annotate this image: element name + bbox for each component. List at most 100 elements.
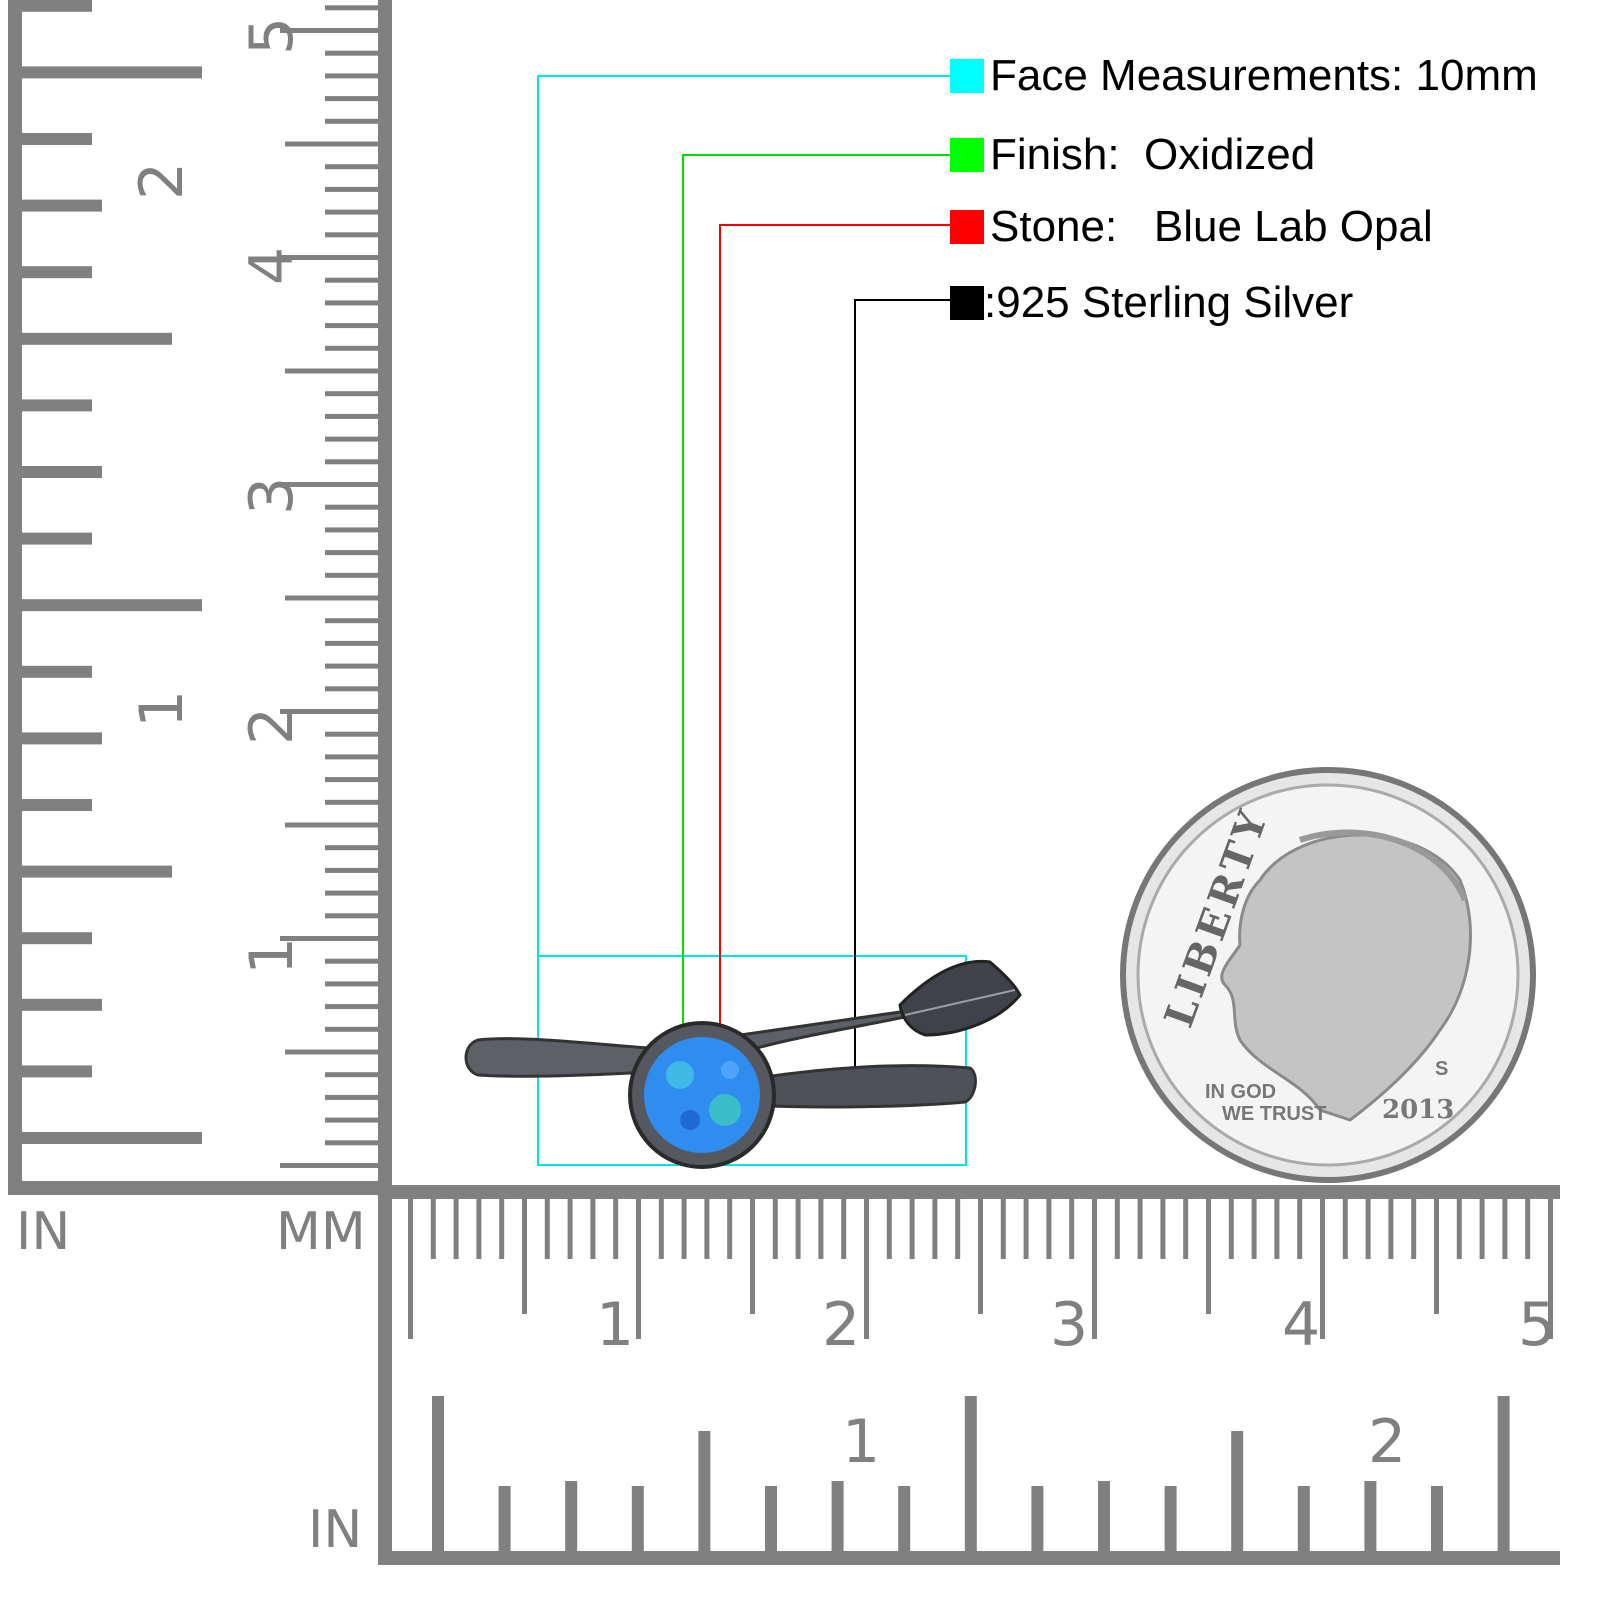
legend-label: Face Measurements: 10mm — [990, 51, 1538, 100]
left-mm-tick — [325, 890, 380, 896]
bottom-mm-tick — [727, 1199, 733, 1259]
bottom-mm-tick — [1274, 1199, 1280, 1259]
left-mm-tick — [285, 595, 380, 601]
left-mm-tick — [325, 164, 380, 170]
left-inch-tick — [22, 998, 102, 1011]
left-mm-tick — [280, 709, 380, 714]
bottom-mm-tick — [1411, 1199, 1417, 1259]
bottom-inch-unit-label: IN — [308, 1500, 363, 1560]
ring-band — [464, 992, 947, 1078]
bottom-mm-tick — [1069, 1199, 1075, 1259]
mm-unit-label: MM — [276, 1202, 366, 1262]
bottom-mm-label-5: 5 — [1518, 1290, 1556, 1360]
bottom-ruler-bottom — [378, 1551, 1560, 1565]
bottom-inch-tick — [1231, 1431, 1244, 1551]
bottom-mm-tick — [1137, 1199, 1143, 1259]
left-inch-tick — [22, 199, 102, 212]
left-mm-tick — [325, 1140, 380, 1146]
left-mm-tick — [280, 936, 380, 941]
bottom-mm-tick — [1297, 1199, 1303, 1259]
left-mm-tick — [280, 482, 380, 487]
left-mm-tick — [325, 323, 380, 329]
left-mm-tick — [325, 913, 380, 919]
face-leader-line — [537, 75, 950, 1166]
left-mm-label-2: 2 — [237, 707, 307, 745]
left-mm-tick — [325, 1004, 380, 1010]
legend-label: Stone: Blue Lab Opal — [990, 202, 1433, 251]
left-ruler-edge — [8, 0, 22, 1195]
bottom-mm-label-3: 3 — [1050, 1290, 1088, 1360]
left-mm-tick — [325, 391, 380, 397]
left-mm-tick — [285, 1049, 380, 1055]
legend-label: :925 Sterling Silver — [984, 278, 1354, 327]
bottom-mm-tick — [1160, 1199, 1166, 1259]
bottom-inch-tick — [1497, 1396, 1510, 1551]
left-inch-tick — [22, 133, 92, 145]
bottom-mm-tick — [1228, 1199, 1234, 1259]
left-mm-tick — [325, 640, 380, 646]
left-mm-tick — [285, 822, 380, 828]
legend-label: Finish: Oxidized — [990, 130, 1316, 179]
bottom-inch-tick — [631, 1486, 644, 1551]
bottom-mm-tick — [522, 1199, 527, 1314]
left-mm-tick — [325, 958, 380, 964]
coin-mint-mark: S — [1435, 1058, 1448, 1080]
bottom-mm-tick — [909, 1199, 915, 1259]
ring-band-lower — [743, 1064, 977, 1109]
left-mm-tick — [325, 572, 380, 578]
leaf-icon — [898, 959, 1022, 1037]
bottom-inch-tick — [498, 1486, 511, 1551]
left-in-label-2: 2 — [127, 162, 197, 200]
roosevelt-portrait — [1220, 833, 1472, 1122]
bottom-inch-tick — [765, 1486, 777, 1551]
left-inch-tick — [22, 66, 202, 79]
legend-face-measurements: Face Measurements: 10mm — [950, 51, 1538, 100]
dime-coin: LIBERTY IN GOD WE TRUST 2013 S — [1120, 767, 1536, 1183]
left-inch-tick — [22, 599, 202, 612]
legend-metal: :925 Sterling Silver — [950, 278, 1354, 327]
left-inch-tick — [22, 665, 92, 678]
left-mm-tick — [325, 845, 380, 851]
left-mm-tick — [325, 459, 380, 465]
left-inch-tick — [22, 266, 92, 279]
left-inch-tick — [22, 332, 172, 345]
bottom-mm-tick — [864, 1199, 869, 1339]
left-mm-tick — [325, 277, 380, 283]
left-mm-tick — [325, 504, 380, 510]
bottom-mm-tick — [1320, 1199, 1325, 1339]
left-inch-tick — [22, 1065, 92, 1078]
bottom-mm-tick — [772, 1199, 778, 1259]
cyan-swatch — [950, 59, 984, 93]
bottom-mm-tick — [750, 1199, 755, 1314]
bottom-mm-tick — [408, 1199, 413, 1339]
left-mm-tick — [325, 1072, 380, 1078]
metal-leader-line — [854, 299, 950, 1100]
left-inch-tick — [22, 799, 92, 811]
left-mm-tick — [325, 731, 380, 737]
bottom-inch-tick — [1297, 1486, 1310, 1551]
bottom-mm-tick — [818, 1199, 824, 1259]
left-mm-tick — [325, 96, 380, 102]
bottom-mm-tick — [1206, 1199, 1211, 1314]
coin-year: 2013 — [1382, 1095, 1454, 1125]
left-mm-label-3: 3 — [237, 477, 307, 515]
bottom-mm-tick — [1046, 1199, 1052, 1259]
black-swatch — [950, 286, 984, 320]
left-mm-label-1: 1 — [237, 937, 307, 975]
bottom-inch-tick — [1364, 1481, 1377, 1551]
left-mm-tick — [325, 413, 380, 419]
bottom-mm-tick — [886, 1199, 892, 1259]
bottom-inch-tick — [565, 1481, 578, 1551]
bottom-mm-tick — [795, 1199, 801, 1259]
bottom-inch-tick — [1431, 1486, 1443, 1551]
bottom-mm-tick — [1114, 1199, 1120, 1259]
bottom-inch-tick — [698, 1431, 711, 1551]
left-inch-tick — [22, 1132, 202, 1144]
bottom-inch-tick — [432, 1396, 444, 1551]
bottom-mm-tick — [476, 1199, 482, 1259]
coin-motto-2: WE TRUST — [1222, 1103, 1326, 1125]
bottom-in-label-1: 1 — [842, 1407, 880, 1477]
bottom-mm-tick — [1092, 1199, 1097, 1339]
left-inch-tick — [22, 732, 102, 745]
